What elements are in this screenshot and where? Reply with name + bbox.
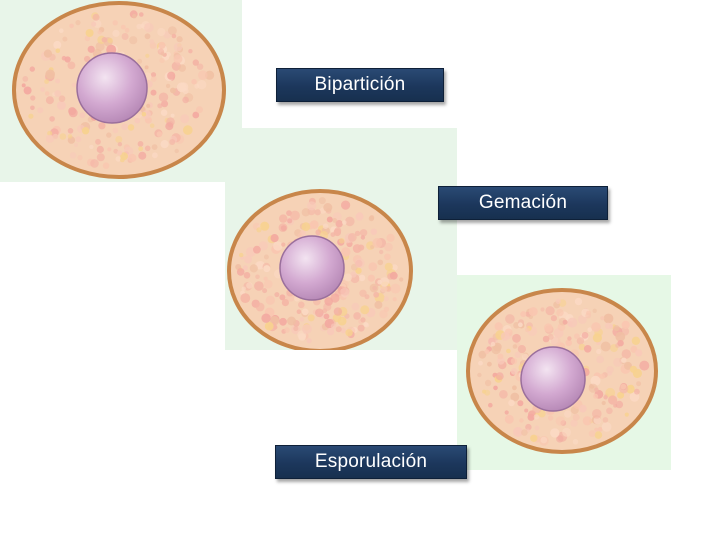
cell-panel-1 <box>0 0 242 182</box>
cell-2 <box>225 128 457 350</box>
nucleus <box>520 346 586 412</box>
cell-1 <box>0 0 242 182</box>
cell-panel-3 <box>457 275 671 470</box>
cell-3 <box>457 275 671 470</box>
label-gemacion: Gemación <box>438 186 608 220</box>
cell-panel-2 <box>225 128 457 350</box>
nucleus <box>76 52 148 124</box>
label-biparticion: Bipartición <box>276 68 444 102</box>
label-esporulacion: Esporulación <box>275 445 467 479</box>
nucleus <box>279 235 345 301</box>
